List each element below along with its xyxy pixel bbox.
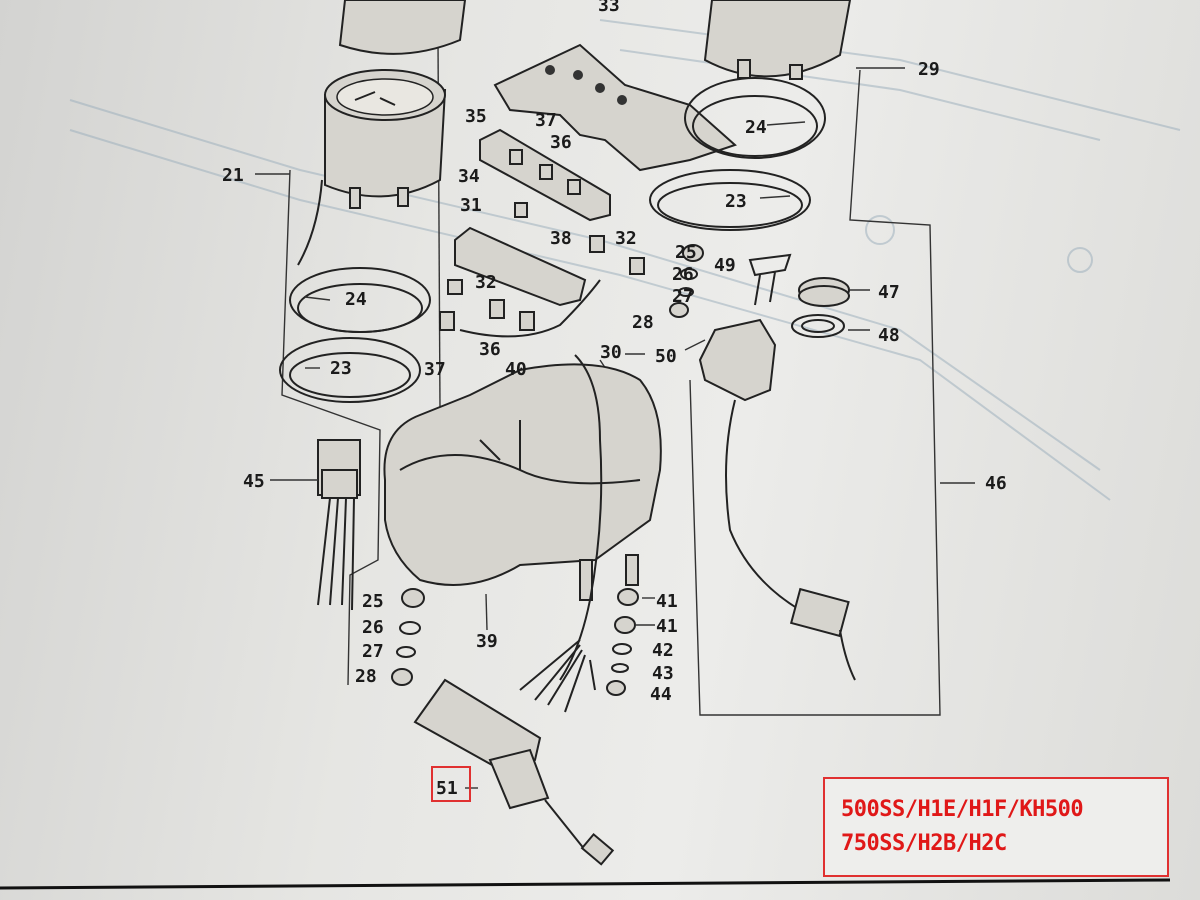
label-part-37-top: 37 [535, 110, 557, 131]
part-number-labels: 33 29 35 37 24 36 21 34 23 31 38 32 25 4… [222, 0, 1007, 799]
label-part-21: 21 [222, 165, 244, 186]
part-24-23-rings-left [279, 267, 431, 403]
label-part-41-top: 41 [656, 591, 678, 612]
label-part-27-bottom: 27 [362, 641, 384, 662]
label-part-23-right: 23 [725, 191, 747, 212]
label-part-41-bottom: 41 [656, 616, 678, 637]
part-24-23-rings-right [649, 77, 826, 231]
label-part-40: 40 [505, 359, 527, 380]
label-part-31: 31 [460, 195, 482, 216]
label-part-28-top: 28 [632, 312, 654, 333]
part-45-connector [317, 439, 361, 611]
page-rule [0, 878, 1171, 890]
label-part-28-bottom: 28 [355, 666, 377, 687]
label-part-36-mid: 36 [479, 339, 501, 360]
part-upper-meter [338, 0, 467, 55]
leader-lines [255, 67, 975, 789]
part-47-48-washers [791, 277, 850, 338]
label-part-48: 48 [878, 325, 900, 346]
label-part-24-right: 24 [745, 117, 767, 138]
label-part-35: 35 [465, 106, 487, 127]
case-wire-bundle [519, 639, 596, 713]
part-51-highlight-box [431, 766, 471, 802]
part-21-meter [297, 69, 447, 266]
label-part-50: 50 [655, 346, 677, 367]
label-part-26-bottom: 26 [362, 617, 384, 638]
label-part-23-left: 23 [330, 358, 352, 379]
label-part-27-top: 27 [672, 286, 694, 307]
label-part-38: 38 [550, 228, 572, 249]
part-49-screw [748, 253, 792, 306]
label-part-32-mid: 32 [475, 272, 497, 293]
label-part-26-top: 26 [672, 264, 694, 285]
label-part-37-mid: 37 [424, 359, 446, 380]
label-part-24-left: 24 [345, 289, 367, 310]
label-part-33: 33 [598, 0, 620, 16]
label-part-49: 49 [714, 255, 736, 276]
label-part-32-top: 32 [615, 228, 637, 249]
label-part-30: 30 [600, 342, 622, 363]
label-part-43: 43 [652, 663, 674, 684]
part-29-meter [703, 0, 852, 80]
part-39-meter-case [383, 363, 662, 601]
label-part-39: 39 [476, 631, 498, 652]
part-46-switch-lead [698, 318, 856, 681]
label-part-25-bottom: 25 [362, 591, 384, 612]
part-33-bracket [493, 43, 737, 172]
label-part-36-top: 36 [550, 132, 572, 153]
label-part-46: 46 [985, 473, 1007, 494]
label-part-34: 34 [458, 166, 480, 187]
model-line-2: 750SS/H2B/H2C [841, 831, 1007, 856]
label-part-42: 42 [652, 640, 674, 661]
label-part-44: 44 [650, 684, 672, 705]
part-51-unit [413, 678, 615, 866]
label-part-25-top: 25 [675, 242, 697, 263]
model-line-1: 500SS/H1E/H1F/KH500 [841, 797, 1084, 822]
model-applicability-box: 500SS/H1E/H1F/KH500 750SS/H2B/H2C [823, 777, 1169, 877]
part-34-38-lamp-holders [439, 128, 645, 338]
small-grommet-parts [391, 244, 704, 696]
label-part-45: 45 [243, 471, 265, 492]
label-part-47: 47 [878, 282, 900, 303]
label-part-29: 29 [918, 59, 940, 80]
label-part-51: 51 [436, 778, 458, 799]
